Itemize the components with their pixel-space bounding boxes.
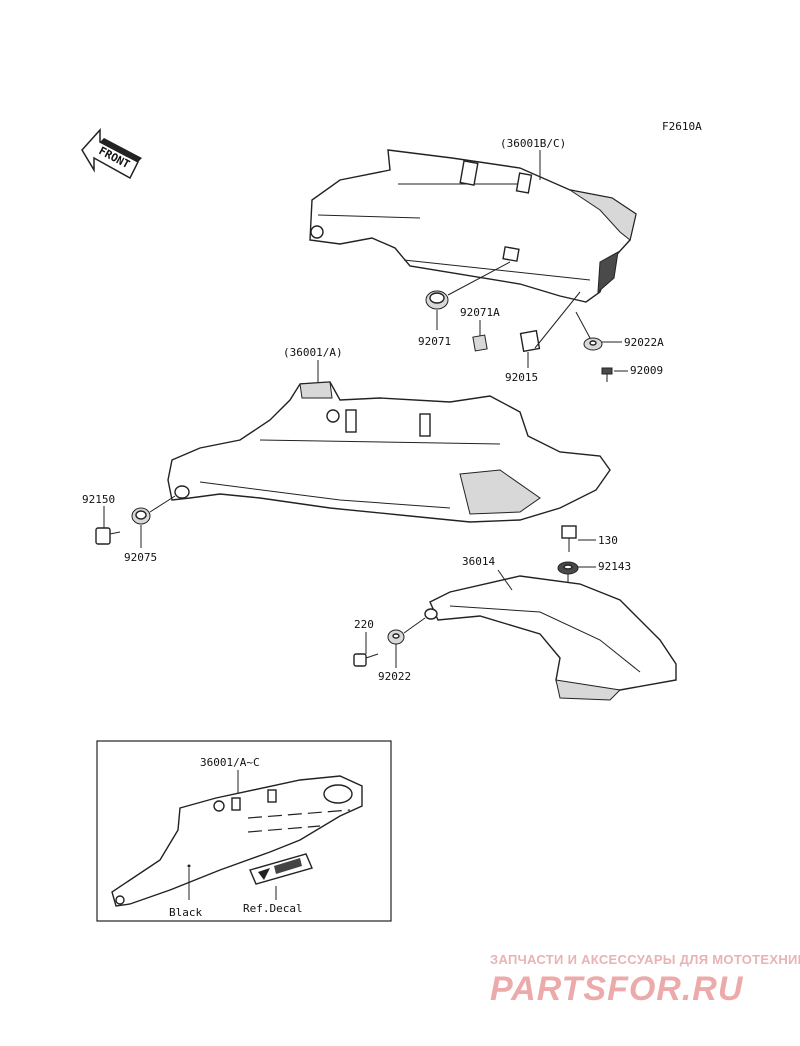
label-130: 130 <box>598 534 618 547</box>
grommet-92075 <box>131 507 151 525</box>
diagram-code: F2610A <box>662 120 702 133</box>
inset-side-cover <box>111 775 363 907</box>
label-92075: 92075 <box>124 551 157 564</box>
label-92071: 92071 <box>418 335 451 348</box>
screw-92009 <box>601 367 613 382</box>
watermark-logo: PARTSFOR.RU <box>490 970 744 1008</box>
label-92143: 92143 <box>598 560 631 573</box>
washer-92022 <box>387 629 405 645</box>
side-cover-a <box>167 381 611 523</box>
label-92150: 92150 <box>82 493 115 506</box>
label-92022a: 92022A <box>624 336 664 349</box>
watermark-tagline: ЗАПЧАСТИ И АКСЕССУАРЫ ДЛЯ МОТОТЕХНИКИ <box>490 952 800 967</box>
label-36014: 36014 <box>462 555 495 568</box>
cover-36014 <box>424 575 677 701</box>
inset-decal-label: Ref.Decal <box>243 902 303 915</box>
inset-part-label: 36001/A~C <box>200 756 260 769</box>
rear-cover-bc <box>309 149 637 303</box>
washer-92143 <box>557 561 579 575</box>
decal-icon <box>249 853 313 885</box>
inset-color-label: Black <box>169 906 202 919</box>
label-220: 220 <box>354 618 374 631</box>
bolt-220 <box>353 653 379 667</box>
washer-92022a <box>583 337 603 351</box>
label-92015: 92015 <box>505 371 538 384</box>
front-arrow-icon: FRONT <box>81 128 142 180</box>
bolt-130 <box>561 525 577 552</box>
label-36001a: (36001/A) <box>283 346 343 359</box>
label-36001bc: (36001B/C) <box>500 137 566 150</box>
label-92009: 92009 <box>630 364 663 377</box>
grommet-92071 <box>425 290 449 310</box>
bolt-92150 <box>95 527 121 545</box>
nut-92071a <box>472 334 488 352</box>
label-92022: 92022 <box>378 670 411 683</box>
nut-92015 <box>519 329 541 353</box>
label-92071a: 92071A <box>460 306 500 319</box>
